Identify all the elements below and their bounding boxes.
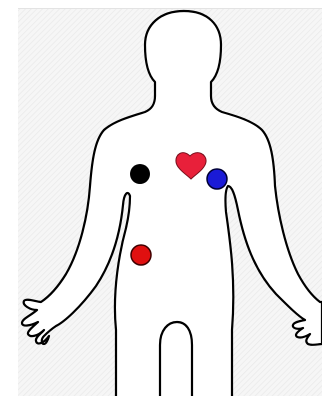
red-electrode-marker	[131, 245, 151, 265]
black-electrode-marker	[130, 164, 150, 184]
blue-electrode-marker	[207, 169, 227, 189]
